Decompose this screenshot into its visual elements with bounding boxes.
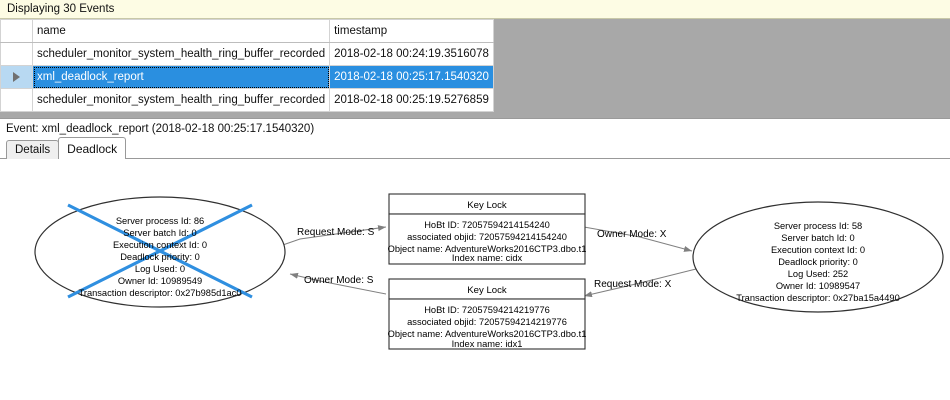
edge-top-owner-right: Owner Mode: X	[583, 226, 693, 252]
event-title-text: Event: xml_deadlock_report (2018-02-18 0…	[6, 123, 315, 135]
process-right-line-6: Transaction descriptor: 0x27ba15a4490	[736, 293, 900, 303]
status-banner: Displaying 30 Events	[0, 0, 950, 19]
edge-label-right-request-bottom: Request Mode: X	[594, 279, 672, 290]
cell-timestamp[interactable]: 2018-02-18 00:25:19.5276859	[329, 88, 494, 112]
events-grid-container: name timestamp scheduler_monitor_system_…	[0, 19, 950, 119]
resource-bottom-line-3: Index name: idx1	[452, 339, 523, 349]
tab-details[interactable]: Details	[6, 140, 60, 159]
table-row[interactable]: scheduler_monitor_system_health_ring_buf…	[0, 88, 494, 112]
resource-top-line-0: HoBt ID: 72057594214154240	[424, 220, 550, 230]
cell-timestamp[interactable]: 2018-02-18 00:25:17.1540320	[329, 65, 494, 89]
resource-top-title: Key Lock	[467, 200, 507, 211]
status-banner-text: Displaying 30 Events	[7, 3, 115, 15]
process-right-line-2: Execution context Id: 0	[771, 245, 865, 255]
process-left-line-1: Server batch Id: 0	[123, 228, 196, 238]
edge-label-top-owner-right: Owner Mode: X	[597, 229, 667, 240]
process-left-line-4: Log Used: 0	[135, 264, 185, 274]
cell-timestamp[interactable]: 2018-02-18 00:24:19.3516078	[329, 42, 494, 66]
tab-strip: Details Deadlock	[0, 137, 950, 160]
resource-top-line-1: associated objid: 72057594214154240	[407, 232, 567, 242]
row-selector-cell[interactable]	[0, 65, 33, 89]
cell-name[interactable]: scheduler_monitor_system_health_ring_buf…	[31, 42, 331, 66]
process-right-line-1: Server batch Id: 0	[781, 233, 854, 243]
process-left-line-2: Execution context Id: 0	[113, 240, 207, 250]
process-right-line-0: Server process Id: 58	[774, 221, 862, 231]
process-right-line-3: Deadlock priority: 0	[778, 257, 858, 267]
process-left-line-3: Deadlock priority: 0	[120, 252, 200, 262]
process-right-line-4: Log Used: 252	[788, 269, 848, 279]
process-node-left[interactable]: Server process Id: 86 Server batch Id: 0…	[34, 196, 286, 308]
table-row-selected[interactable]: xml_deadlock_report 2018-02-18 00:25:17.…	[0, 65, 494, 89]
process-left-line-5: Owner Id: 10989549	[118, 276, 202, 286]
cell-name[interactable]: xml_deadlock_report	[31, 65, 331, 89]
process-left-line-6: Transaction descriptor: 0x27b985d1ac0	[79, 288, 242, 298]
deadlock-graph-svg: Request Mode: S Owner Mode: X Owner Mode…	[34, 193, 944, 350]
edge-label-left-request-top: Request Mode: S	[297, 227, 375, 238]
resource-bottom-line-1: associated objid: 72057594214219776	[407, 317, 567, 327]
column-header-timestamp[interactable]: timestamp	[329, 19, 494, 43]
resource-bottom-title: Key Lock	[467, 285, 507, 296]
deadlock-graph-canvas[interactable]: Request Mode: S Owner Mode: X Owner Mode…	[0, 159, 950, 392]
tab-deadlock[interactable]: Deadlock	[58, 137, 127, 160]
edge-right-request-bottom: Request Mode: X	[583, 268, 697, 298]
row-selector-cell[interactable]	[0, 42, 33, 66]
resource-node-top[interactable]: Key Lock HoBt ID: 72057594214154240 asso…	[388, 193, 587, 265]
cell-name[interactable]: scheduler_monitor_system_health_ring_buf…	[31, 88, 331, 112]
column-header-name[interactable]: name	[31, 19, 331, 43]
resource-top-line-3: Index name: cidx	[452, 253, 523, 263]
event-title-bar: Event: xml_deadlock_report (2018-02-18 0…	[0, 119, 950, 139]
current-row-arrow-icon	[13, 72, 20, 82]
column-header-selector[interactable]	[0, 19, 33, 43]
edge-left-request-top: Request Mode: S	[276, 225, 387, 248]
resource-bottom-line-0: HoBt ID: 72057594214219776	[424, 305, 550, 315]
resource-top-line-2: Object name: AdventureWorks2016CTP3.dbo.…	[388, 244, 587, 254]
process-node-right[interactable]: Server process Id: 58 Server batch Id: 0…	[692, 201, 944, 313]
resource-node-bottom[interactable]: Key Lock HoBt ID: 72057594214219776 asso…	[388, 278, 587, 350]
process-right-line-5: Owner Id: 10989547	[776, 281, 860, 291]
victim-cross-icon	[67, 203, 253, 299]
tab-deadlock-label: Deadlock	[67, 142, 118, 156]
process-left-line-0: Server process Id: 86	[116, 216, 204, 226]
resource-bottom-line-2: Object name: AdventureWorks2016CTP3.dbo.…	[388, 329, 587, 339]
table-header-row: name timestamp	[0, 19, 494, 43]
edge-label-bottom-owner-left: Owner Mode: S	[304, 275, 374, 286]
events-grid[interactable]: name timestamp scheduler_monitor_system_…	[0, 19, 494, 112]
table-row[interactable]: scheduler_monitor_system_health_ring_buf…	[0, 42, 494, 66]
tab-details-label: Details	[15, 144, 51, 156]
edge-bottom-owner-left: Owner Mode: S	[289, 272, 387, 295]
row-selector-cell[interactable]	[0, 88, 33, 112]
